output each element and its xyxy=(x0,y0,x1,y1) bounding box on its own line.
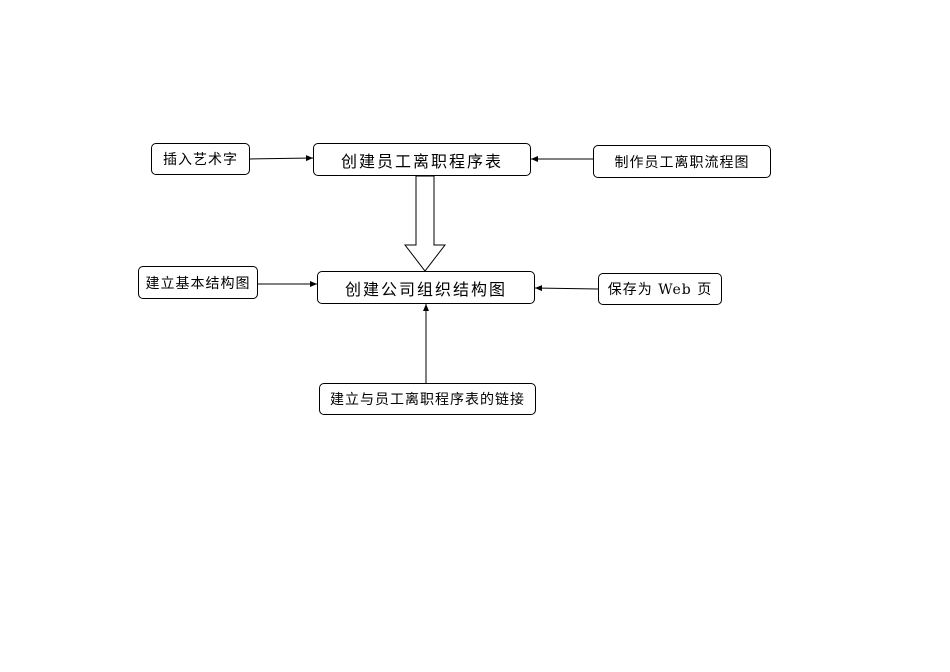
node-create-link: 建立与员工离职程序表的链接 xyxy=(319,383,536,415)
node-save-as-web: 保存为 Web 页 xyxy=(598,273,722,305)
node-make-resignation-flowchart: 制作员工离职流程图 xyxy=(593,145,771,178)
node-create-resignation-form: 创建员工离职程序表 xyxy=(313,143,531,176)
node-make-resignation-flowchart-label: 制作员工离职流程图 xyxy=(614,154,750,171)
node-create-org-chart: 创建公司组织结构图 xyxy=(317,271,535,304)
node-insert-wordart: 插入艺术字 xyxy=(151,143,250,175)
node-insert-wordart-label: 插入艺术字 xyxy=(163,152,238,168)
node-create-org-chart-label: 创建公司组织结构图 xyxy=(344,279,507,299)
node-save-as-web-label: 保存为 Web 页 xyxy=(607,282,713,298)
arrow-web-to-org xyxy=(534,285,599,292)
node-build-basic-structure-label: 建立基本结构图 xyxy=(145,275,251,292)
node-create-link-label: 建立与员工离职程序表的链接 xyxy=(330,392,525,408)
block-arrow-down xyxy=(403,175,447,272)
arrow-wordart-to-form xyxy=(249,155,314,162)
node-build-basic-structure: 建立基本结构图 xyxy=(138,266,258,299)
node-create-resignation-form-label: 创建员工离职程序表 xyxy=(340,151,503,171)
